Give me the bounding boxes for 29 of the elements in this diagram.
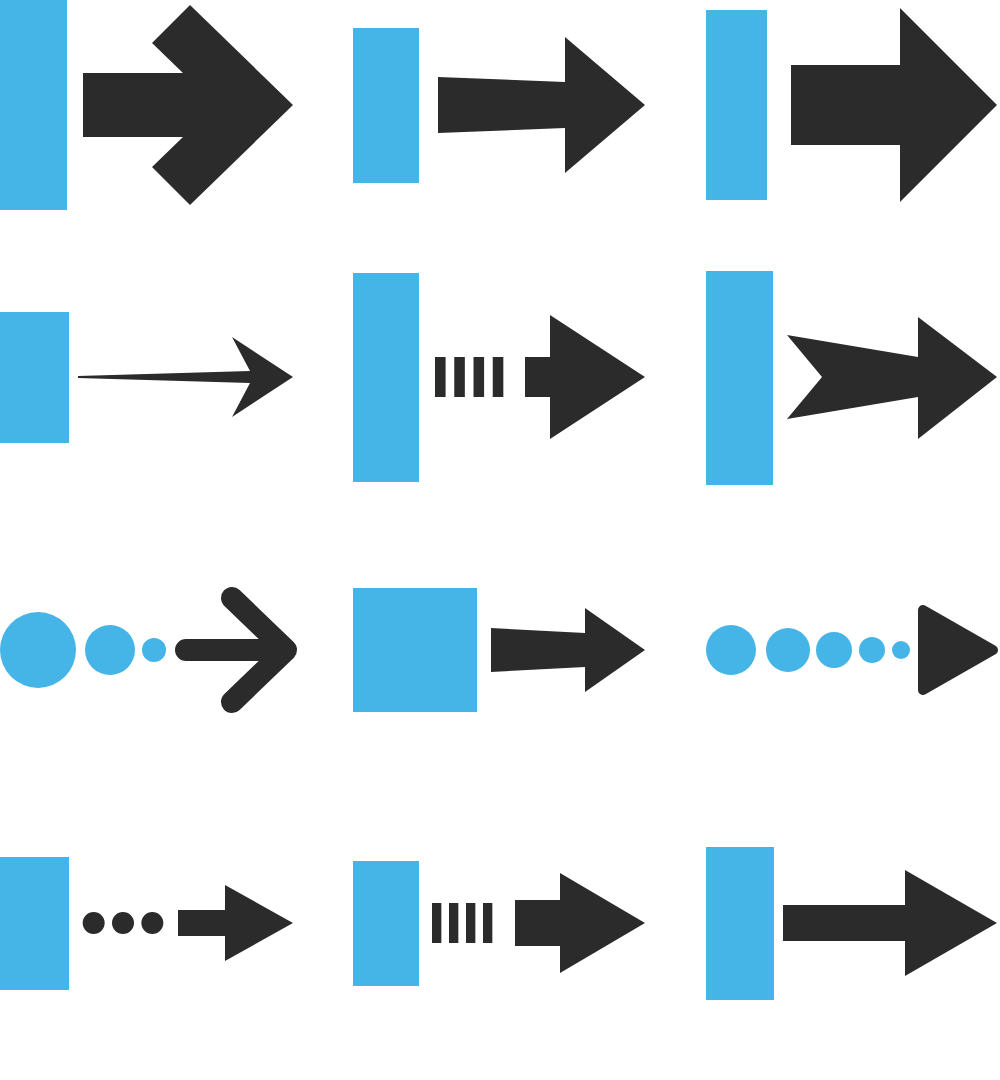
arrow <box>432 873 645 973</box>
circle-shape <box>85 625 135 675</box>
arrow <box>791 8 997 202</box>
bar-shape <box>353 861 419 986</box>
bar-shape <box>0 0 67 210</box>
bar-shape <box>0 857 69 990</box>
arrow <box>83 5 293 205</box>
circle-shape <box>816 632 852 668</box>
arrow <box>435 315 645 439</box>
circle-shape <box>892 641 910 659</box>
arrow <box>787 317 997 439</box>
arrow <box>175 587 297 713</box>
arrow <box>783 870 997 976</box>
circle-shape <box>859 637 885 663</box>
bar-shape <box>0 312 69 443</box>
circle-shape <box>706 625 756 675</box>
circle-shape <box>766 628 810 672</box>
arrow <box>82 885 293 961</box>
circle-shape <box>142 638 166 662</box>
arrow <box>491 608 645 692</box>
square-shape <box>353 588 477 712</box>
bar-shape <box>353 273 419 482</box>
arrow <box>918 605 998 695</box>
bar-shape <box>353 28 419 183</box>
arrow <box>438 37 645 173</box>
bar-shape <box>706 10 767 200</box>
bar-shape <box>706 847 774 1000</box>
bar-shape <box>706 271 773 485</box>
arrow <box>78 337 293 417</box>
